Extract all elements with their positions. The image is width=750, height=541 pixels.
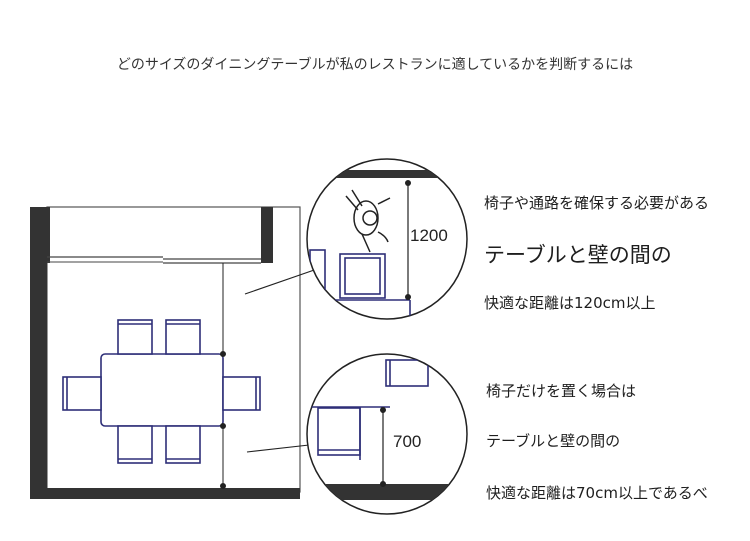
page-title: どのサイズのダイニングテーブルが私のレストランに適しているかを判断するには [116,57,634,73]
room [30,206,301,499]
left-wall [30,207,47,499]
chair-top-right [165,319,201,355]
dining-table [100,353,224,427]
dimension-700-label: 700 [393,432,422,451]
plan-dimension-lines [220,263,226,489]
dining-set [62,319,261,464]
note-top-line3: 快適な距離は120cm以上 [484,294,656,312]
note-top-line1: 椅子や通路を確保する必要がある [484,194,710,212]
chair-bottom-left [117,425,153,464]
person-figure [345,189,391,253]
note-bottom-line1: 椅子だけを置く場合は [486,382,637,400]
top-left-wall-stub [47,207,50,263]
note-top-line2: テーブルと壁の間の [484,243,672,267]
note-bottom-line3: 快適な距離は70cm以上であるべ [486,484,708,502]
zoom-circle-walkway [306,158,468,320]
dimension-1200-label: 1200 [410,226,448,245]
callout-pointer-bottom [246,443,319,453]
chair-left [62,376,102,411]
bottom-wall [30,488,300,499]
chair-bottom-right [165,425,201,464]
right-partition-wall [261,207,273,263]
note-bottom-line2: テーブルと壁の間の [486,432,621,450]
zoom-circle-chair [306,353,468,515]
callout-pointer-top [244,267,321,295]
chair-top-left [117,319,153,355]
chair-right [222,376,261,411]
